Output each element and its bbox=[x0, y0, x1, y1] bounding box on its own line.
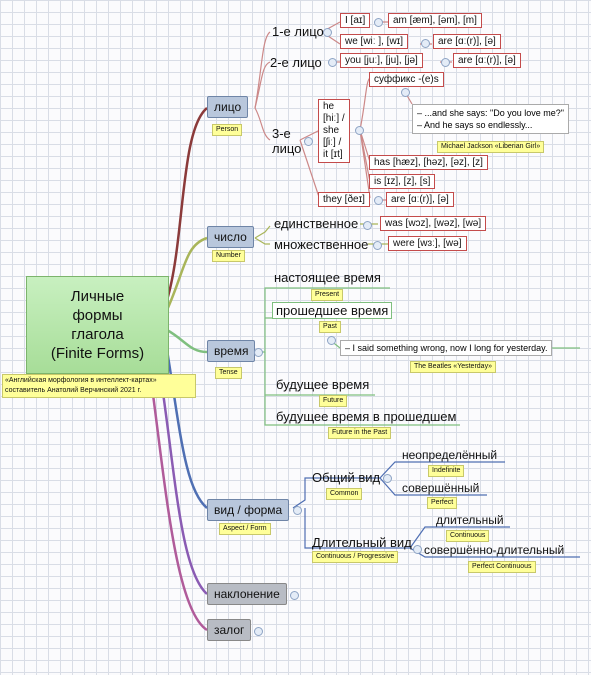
box-you-are[interactable]: are [ɑː(r)], [ə] bbox=[453, 53, 521, 68]
tag-tense: Tense bbox=[215, 367, 242, 379]
box-has[interactable]: has [hæz], [həz], [əz], [z] bbox=[369, 155, 488, 170]
central-title-line1: Личные bbox=[70, 288, 125, 305]
box-we-are[interactable]: are [ɑː(r)], [ə] bbox=[433, 34, 501, 49]
central-topic[interactable]: Личные формы глагола (Finite Forms) bbox=[26, 276, 169, 374]
collapse-icon[interactable] bbox=[374, 18, 383, 27]
quote-line1: – ...and she says: "Do you love me?" bbox=[417, 108, 564, 118]
pronoun-line1: he bbox=[323, 101, 335, 112]
box-they-are[interactable]: are [ɑː(r)], [ə] bbox=[386, 192, 454, 207]
collapse-icon[interactable] bbox=[373, 241, 382, 250]
past-source-tag: The Beatles «Yesterday» bbox=[410, 361, 496, 373]
node-third-person[interactable]: 3-е лицо bbox=[272, 126, 301, 156]
branch-aspect[interactable]: вид / форма bbox=[207, 499, 290, 521]
past-quote-note: – I said something wrong, now I long for… bbox=[340, 340, 553, 356]
tag-perf-cont: Perfect Continuous bbox=[468, 561, 536, 573]
box-is[interactable]: is [ɪz], [z], [s] bbox=[369, 174, 436, 189]
credit-line2: составитель Анатолий Верчинский 2021 г. bbox=[5, 387, 142, 394]
tag-past: Past bbox=[319, 321, 342, 333]
central-title-line4: (Finite Forms) bbox=[50, 345, 145, 362]
box-they[interactable]: they [ðeɪ] bbox=[318, 192, 370, 207]
collapse-icon[interactable] bbox=[323, 28, 332, 37]
pronoun-line3: she bbox=[323, 125, 340, 136]
collapse-icon[interactable] bbox=[413, 545, 422, 554]
pronoun-line5: it [ɪt] bbox=[323, 149, 343, 160]
tag-number: Number bbox=[212, 250, 245, 262]
tag-present: Present bbox=[311, 289, 344, 301]
branch-number[interactable]: число bbox=[207, 226, 254, 248]
tag-perfect: Perfect bbox=[427, 497, 458, 509]
expand-icon[interactable] bbox=[290, 591, 299, 600]
tag-future-in-past: Future in the Past bbox=[328, 427, 392, 439]
branch-voice[interactable]: залог bbox=[207, 619, 252, 641]
box-pronoun-i[interactable]: I [aɪ] bbox=[340, 13, 371, 28]
central-title-line3: глагола bbox=[71, 326, 124, 343]
tag-common: Common bbox=[326, 488, 363, 500]
node-perfect[interactable]: совершённый bbox=[402, 481, 480, 495]
box-am[interactable]: am [æm], [əm], [m] bbox=[388, 13, 482, 28]
collapse-icon[interactable] bbox=[374, 196, 383, 205]
central-title-line2: формы bbox=[72, 307, 123, 324]
node-plural[interactable]: множественное bbox=[274, 237, 369, 252]
credit-line1: «Английская морфология в интеллект-карта… bbox=[5, 377, 157, 384]
collapse-icon[interactable] bbox=[293, 506, 302, 515]
node-cont[interactable]: длительный bbox=[436, 513, 504, 527]
third-label-line2: лицо bbox=[272, 141, 302, 156]
quote-source-tag: Michael Jackson «Liberian Girl» bbox=[437, 141, 545, 153]
node-future-in-past[interactable]: будущее время в прошедшем bbox=[276, 409, 457, 424]
box-suffix-es[interactable]: суффикс -(e)s bbox=[369, 72, 444, 87]
collapse-icon[interactable] bbox=[327, 336, 336, 345]
node-future[interactable]: будущее время bbox=[276, 377, 370, 392]
tag-future: Future bbox=[319, 395, 348, 407]
branch-person[interactable]: лицо bbox=[207, 96, 249, 118]
node-present[interactable]: настоящее время bbox=[274, 270, 381, 285]
branch-tense[interactable]: время bbox=[207, 340, 256, 362]
box-he-she-it[interactable]: he [hiː] / she [ʃiː] / it [ɪt] bbox=[318, 99, 350, 163]
quote-note: – ...and she says: "Do you love me?" – A… bbox=[412, 104, 569, 134]
collapse-icon[interactable] bbox=[328, 58, 337, 67]
credit-note: «Английская морфология в интеллект-карта… bbox=[2, 374, 196, 398]
node-continuous[interactable]: Длительный вид bbox=[312, 535, 412, 550]
box-pronoun-you[interactable]: you [juː], [ju], [jə] bbox=[340, 53, 423, 68]
node-common[interactable]: Общий вид bbox=[312, 470, 381, 485]
collapse-icon[interactable] bbox=[355, 126, 364, 135]
quote-line2: – And he says so endlessly... bbox=[417, 120, 533, 130]
tag-indefinite: Indefinite bbox=[428, 465, 465, 477]
tag-person: Person bbox=[212, 124, 243, 136]
node-indefinite[interactable]: неопределённый bbox=[402, 448, 498, 462]
tag-continuous: Continuous / Progressive bbox=[312, 551, 399, 563]
expand-icon[interactable] bbox=[254, 627, 263, 636]
collapse-icon[interactable] bbox=[383, 474, 392, 483]
tag-aspect: Aspect / Form bbox=[219, 523, 271, 535]
node-first-person[interactable]: 1-е лицо bbox=[272, 24, 324, 39]
branch-mood[interactable]: наклонение bbox=[207, 583, 287, 605]
collapse-icon[interactable] bbox=[254, 348, 263, 357]
node-singular[interactable]: единственное bbox=[274, 216, 359, 231]
collapse-icon[interactable] bbox=[421, 39, 430, 48]
node-past[interactable]: прошедшее время bbox=[272, 302, 393, 319]
tag-cont: Continuous bbox=[446, 530, 490, 542]
box-pronoun-we[interactable]: we [wiː ], [wɪ] bbox=[340, 34, 409, 49]
collapse-icon[interactable] bbox=[363, 221, 372, 230]
collapse-icon[interactable] bbox=[441, 58, 450, 67]
box-was[interactable]: was [wɔz], [wəz], [wə] bbox=[380, 216, 487, 231]
node-second-person[interactable]: 2-е лицо bbox=[270, 55, 322, 70]
collapse-icon[interactable] bbox=[304, 137, 313, 146]
node-perf-cont[interactable]: совершённо-длительный bbox=[424, 543, 565, 557]
pronoun-line4: [ʃiː] / bbox=[323, 137, 342, 148]
third-label-line1: 3-е bbox=[272, 126, 291, 141]
box-were[interactable]: were [wɜː], [wə] bbox=[388, 236, 467, 251]
collapse-icon[interactable] bbox=[401, 88, 410, 97]
pronoun-line2: [hiː] / bbox=[323, 113, 345, 124]
